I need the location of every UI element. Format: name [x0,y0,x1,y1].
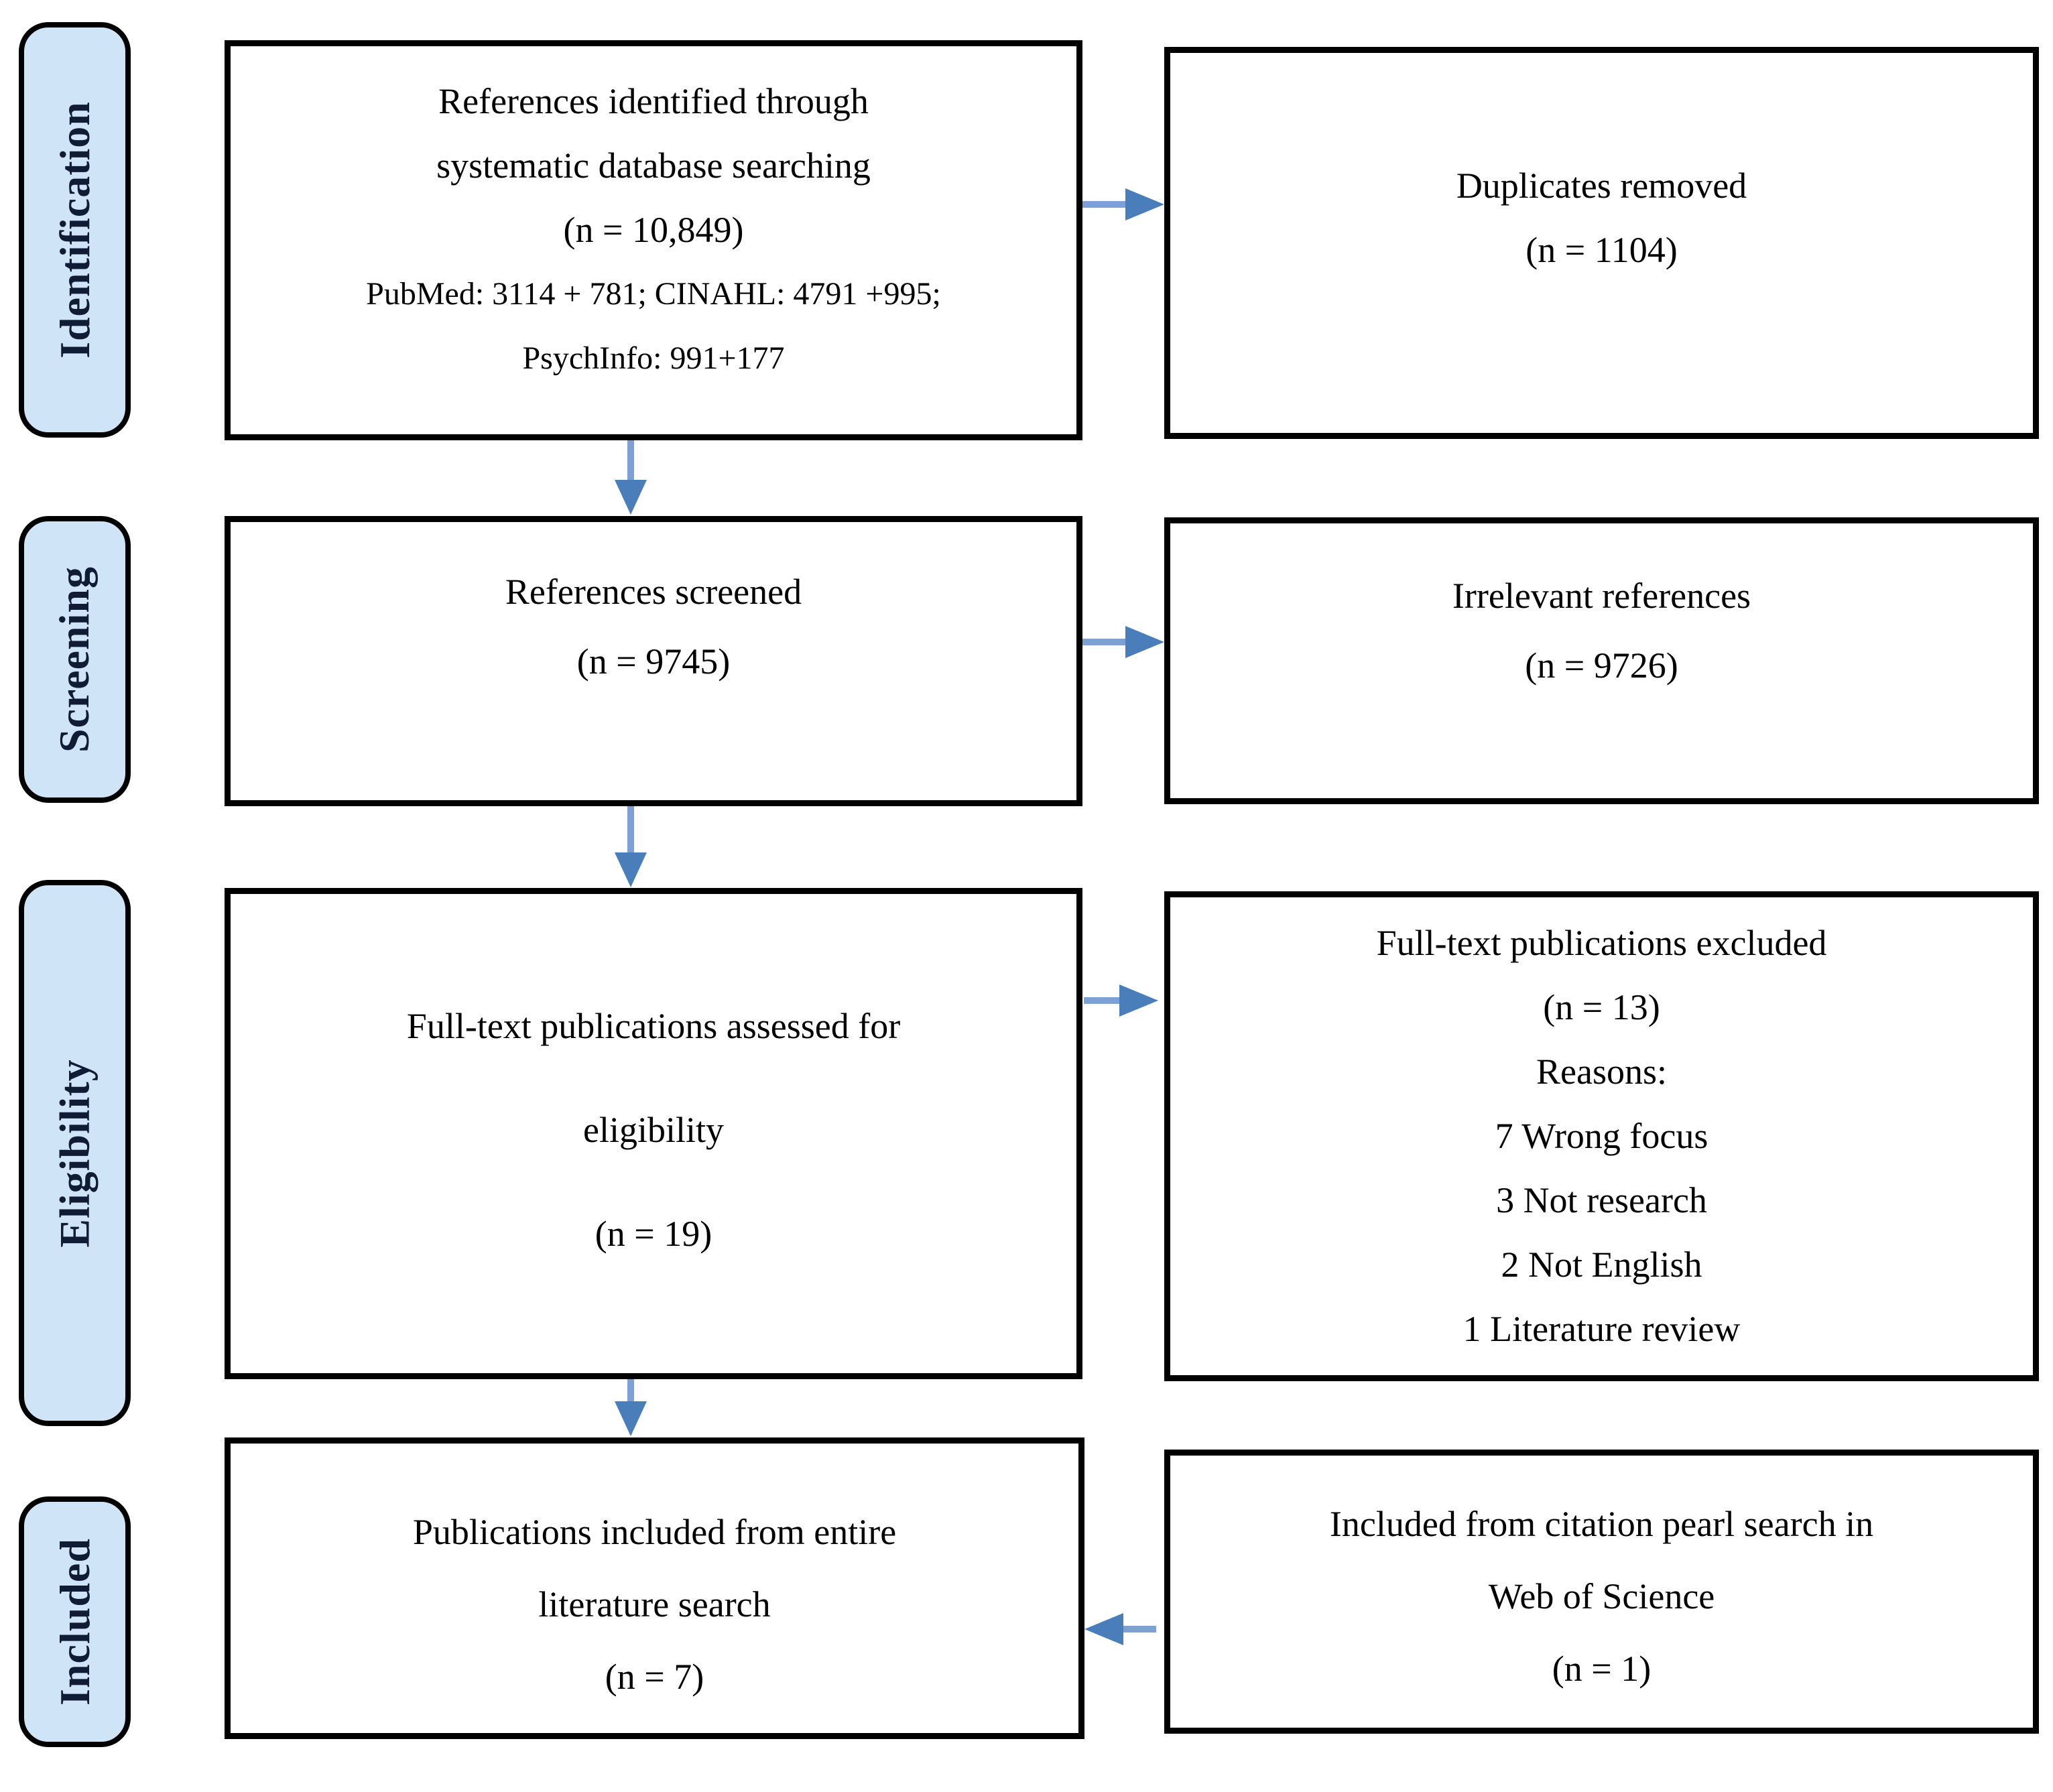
arrow-down-head-icon [615,1401,647,1436]
box-publications-included: Publications included from entire litera… [225,1437,1084,1739]
box-text-line: Included from citation pearl search in [1329,1504,1874,1544]
arrow-right-head-icon [1125,188,1164,220]
box-text-line: PubMed: 3114 + 781; CINAHL: 4791 +995; [366,276,941,312]
arrow-right-icon [1082,201,1125,208]
box-text-line: References screened [505,572,802,612]
stage-label-text: Included [50,1538,99,1706]
stage-label-eligibility: Eligibility [19,880,131,1426]
box-text-line: Reasons: [1536,1051,1667,1092]
box-text: References identified through systematic… [231,69,1076,391]
stage-label-text: Eligibility [50,1058,99,1248]
arrow-down-icon [627,806,634,853]
box-fulltext-assessed: Full-text publications assessed for elig… [225,888,1082,1379]
box-text: Full-text publications assessed for elig… [231,974,1076,1286]
arrow-right-icon [1082,639,1125,645]
arrow-right-head-icon [1119,984,1158,1017]
box-fulltext-excluded: Full-text publications excluded (n = 13)… [1164,891,2039,1381]
box-text-line: 1 Literature review [1463,1309,1741,1349]
box-text-line: (n = 9726) [1525,645,1678,686]
arrow-left-icon [1123,1626,1156,1633]
box-text: Included from citation pearl search in W… [1170,1488,2033,1705]
box-text-line: literature search [538,1584,771,1624]
box-duplicates-removed: Duplicates removed (n = 1104) [1164,47,2039,439]
stage-label-included: Included [19,1496,131,1747]
arrow-down-head-icon [615,852,647,887]
box-text: References screened (n = 9745) [231,557,1076,696]
stage-label-identification: Identification [19,22,131,438]
box-text-line: Full-text publications excluded [1376,923,1827,963]
box-irrelevant-references: Irrelevant references (n = 9726) [1164,517,2039,804]
box-text-line: (n = 13) [1543,987,1660,1027]
box-text-line: 7 Wrong focus [1495,1116,1708,1156]
arrow-down-head-icon [615,480,647,515]
box-text-line: (n = 19) [595,1214,712,1254]
stage-label-screening: Screening [19,516,131,803]
box-citation-pearl-search: Included from citation pearl search in W… [1164,1450,2039,1734]
box-text-line: (n = 1104) [1526,230,1678,270]
box-text: Full-text publications excluded (n = 13)… [1170,911,2033,1361]
box-text-line: 3 Not research [1496,1180,1707,1220]
box-references-screened: References screened (n = 9745) [225,516,1082,806]
box-text: Duplicates removed (n = 1104) [1170,153,2033,282]
box-text-line: 2 Not English [1501,1244,1702,1285]
box-references-identified: References identified through systematic… [225,40,1082,440]
box-text-line: PsychInfo: 991+177 [522,340,785,376]
box-text-line: Publications included from entire [412,1512,897,1552]
arrow-down-icon [627,440,634,481]
box-text-line: Irrelevant references [1452,576,1751,616]
arrow-right-icon [1084,997,1119,1004]
box-text-line: (n = 9745) [576,641,731,682]
box-text-line: (n = 1) [1552,1649,1652,1689]
box-text-line: Duplicates removed [1456,166,1747,206]
box-text: Irrelevant references (n = 9726) [1170,561,2033,700]
arrow-right-head-icon [1125,626,1164,658]
box-text-line: (n = 10,849) [563,210,744,250]
box-text-line: Web of Science [1488,1576,1715,1616]
box-text-line: References identified through [438,81,869,121]
stage-label-text: Identification [50,101,99,359]
box-text: Publications included from entire litera… [231,1496,1078,1713]
stage-label-text: Screening [50,566,99,753]
box-text-line: eligibility [583,1110,724,1150]
box-text-line: systematic database searching [436,145,871,186]
box-text-line: Full-text publications assessed for [406,1006,901,1046]
box-text-line: (n = 7) [605,1657,704,1697]
arrow-left-head-icon [1084,1613,1123,1645]
arrow-down-icon [627,1379,634,1402]
